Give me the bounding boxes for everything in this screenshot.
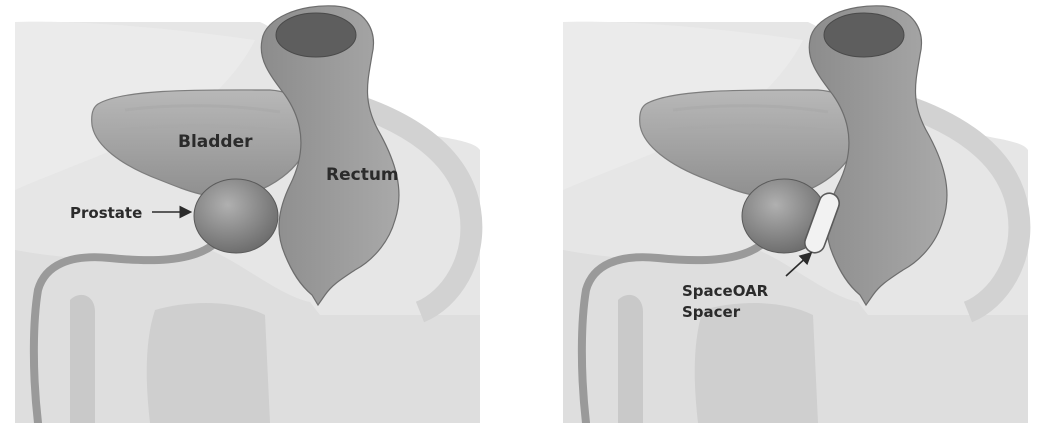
spacer-label-line1: SpaceOAR bbox=[682, 282, 769, 300]
figure-before: Bladder Rectum Prostate bbox=[15, 6, 480, 423]
rectum-label: Rectum bbox=[326, 165, 399, 185]
prostate-label: Prostate bbox=[70, 204, 142, 222]
figure-with-spacer: SpaceOAR Spacer bbox=[563, 6, 1028, 423]
bladder-label: Bladder bbox=[178, 132, 253, 152]
spacer-label-line2: Spacer bbox=[682, 303, 741, 321]
